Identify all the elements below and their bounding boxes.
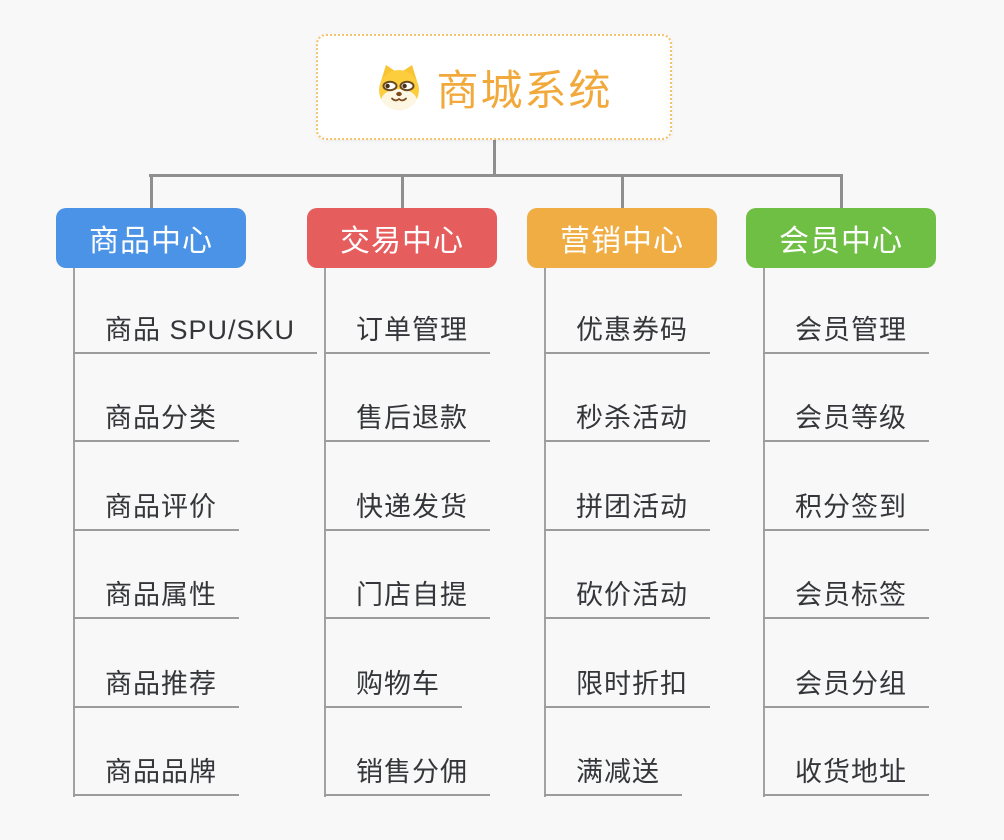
child-topic[interactable]: 会员等级 — [763, 402, 929, 442]
child-topic[interactable]: 会员标签 — [763, 579, 929, 619]
connector-drop — [620, 174, 624, 208]
branch-node[interactable]: 营销中心 — [527, 208, 717, 268]
child-topic[interactable]: 积分签到 — [763, 491, 929, 531]
child-topic[interactable]: 优惠券码 — [544, 314, 710, 354]
connector-drop — [839, 174, 843, 208]
connector-branch-line — [73, 268, 75, 797]
child-topic[interactable]: 满减送 — [544, 756, 682, 796]
child-topic[interactable]: 商品评价 — [73, 491, 239, 531]
child-topic[interactable]: 商品分类 — [73, 402, 239, 442]
branch-node[interactable]: 商品中心 — [56, 208, 246, 268]
connector-branch-line — [763, 268, 765, 797]
child-topic[interactable]: 商品属性 — [73, 579, 239, 619]
child-topic[interactable]: 收货地址 — [763, 756, 929, 796]
root-title: 商城系统 — [436, 66, 613, 114]
branch-node[interactable]: 会员中心 — [746, 208, 936, 268]
child-topic[interactable]: 销售分佣 — [324, 756, 490, 796]
child-topic[interactable]: 购物车 — [324, 668, 462, 708]
connector-drop — [149, 174, 153, 208]
child-topic[interactable]: 快递发货 — [324, 491, 490, 531]
connector-branch-line — [544, 268, 546, 797]
root-node[interactable]: 商城系统 — [316, 34, 672, 140]
dog-face-icon — [375, 63, 423, 111]
child-topic[interactable]: 拼团活动 — [544, 491, 710, 531]
child-topic[interactable]: 商品推荐 — [73, 668, 239, 708]
child-topic[interactable]: 商品品牌 — [73, 756, 239, 796]
child-topic[interactable]: 订单管理 — [324, 314, 490, 354]
child-topic[interactable]: 秒杀活动 — [544, 402, 710, 442]
child-topic[interactable]: 限时折扣 — [544, 668, 710, 708]
child-topic[interactable]: 门店自提 — [324, 579, 490, 619]
child-topic[interactable]: 会员分组 — [763, 668, 929, 708]
connector-branch-line — [324, 268, 326, 797]
connector-bus — [149, 174, 843, 177]
connector-drop — [400, 174, 404, 208]
child-topic[interactable]: 商品 SPU/SKU — [73, 314, 318, 354]
connector-root-stem — [493, 140, 496, 177]
child-topic[interactable]: 砍价活动 — [544, 579, 710, 619]
child-topic[interactable]: 会员管理 — [763, 314, 929, 354]
child-topic[interactable]: 售后退款 — [324, 402, 490, 442]
branch-node[interactable]: 交易中心 — [307, 208, 497, 268]
